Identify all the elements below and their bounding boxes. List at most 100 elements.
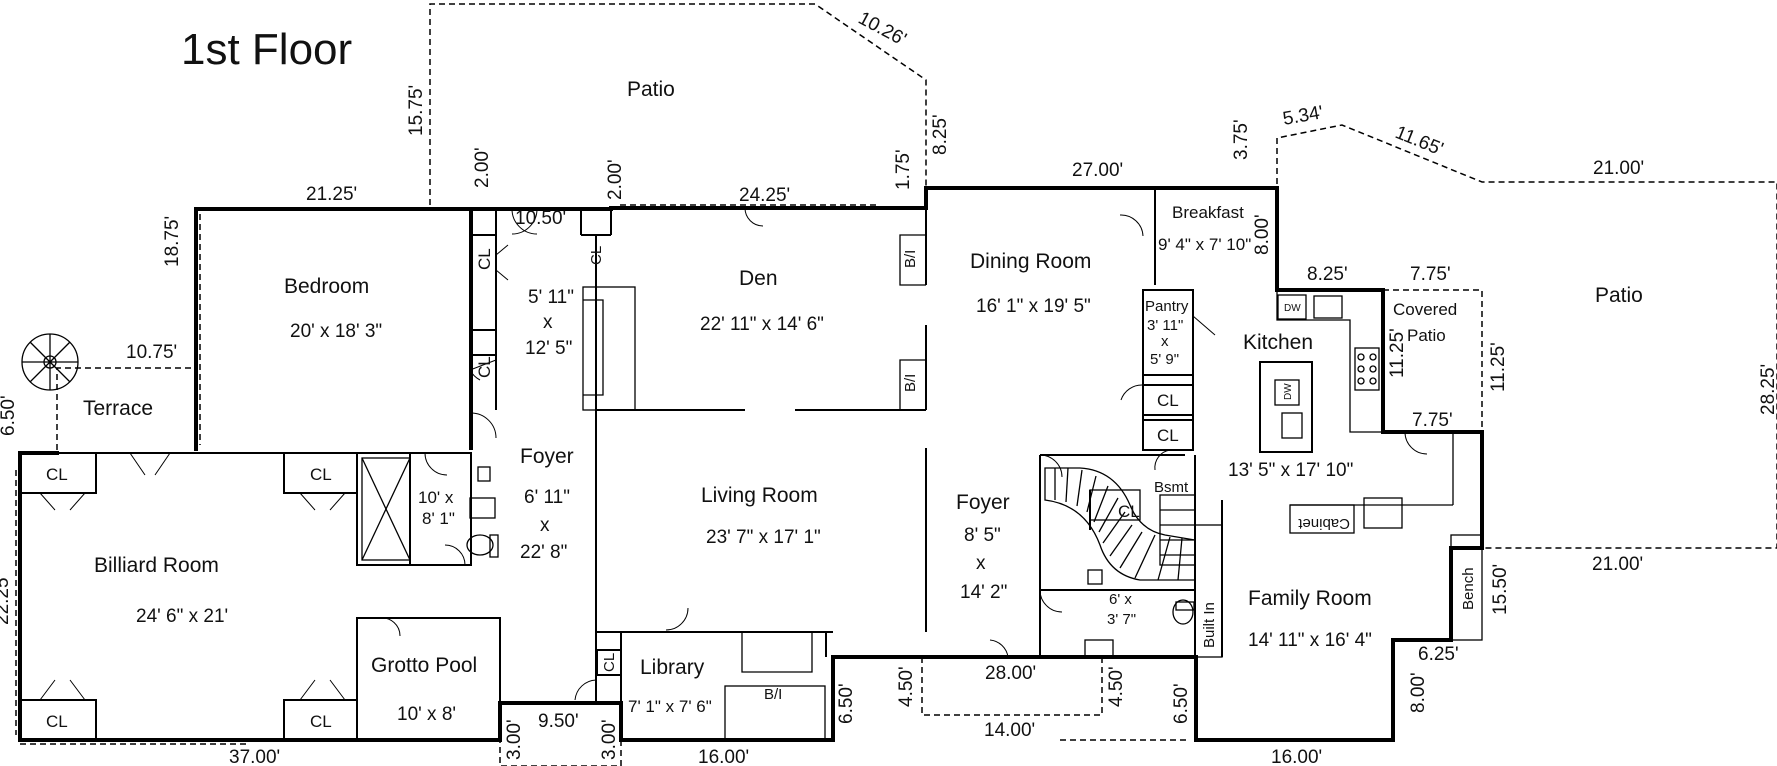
dim-24-25: 24.25' <box>739 185 790 206</box>
dim-3-75: 3.75' <box>1231 119 1252 160</box>
terrace-outline <box>56 367 196 450</box>
foyer-right-height: 14' 2" <box>960 582 1007 603</box>
foyer-left-label: Foyer <box>520 445 574 468</box>
foyer-closet-label: CL <box>1118 502 1140 521</box>
dim-4-50b: 4.50' <box>1106 666 1127 707</box>
right-patio-outline <box>1276 124 1777 549</box>
covered-patio-line2: Patio <box>1407 326 1446 345</box>
foyer-right-x: x <box>976 553 986 574</box>
bath-right-width: 6' x <box>1109 591 1132 608</box>
built-in-label: Built In <box>1201 602 1218 648</box>
dim-37-00: 37.00' <box>229 747 280 766</box>
dim-10-75: 10.75' <box>126 342 177 363</box>
dim-11-25a: 11.25' <box>1387 328 1408 378</box>
pantry-closet-1-label: CL <box>1157 391 1179 410</box>
terrace-label: Terrace <box>83 397 153 420</box>
dim-21-00b: 21.00' <box>1592 554 1643 575</box>
dim-27-00: 27.00' <box>1072 160 1123 181</box>
dim-10-50: 10.50' <box>515 208 566 229</box>
dim-6-50a: 6.50' <box>0 395 19 436</box>
hall-closet-1-label: CL <box>475 248 494 270</box>
dim-8-25a: 8.25' <box>930 114 951 155</box>
kitchen-size: 13' 5" x 17' 10" <box>1228 460 1353 481</box>
den-size: 22' 11" x 14' 6" <box>700 314 824 335</box>
dim-16-00b: 16.00' <box>1271 747 1322 766</box>
dim-9-50: 9.50' <box>538 711 579 732</box>
bedroom-label: Bedroom <box>284 275 369 298</box>
living-room-size: 23' 7" x 17' 1" <box>706 527 821 548</box>
foyer-right-label: Foyer <box>956 491 1010 514</box>
stair-treads <box>1054 467 1183 581</box>
dim-1-75: 1.75' <box>893 149 914 190</box>
dim-11-25b: 11.25' <box>1488 342 1509 392</box>
dim-16-00a: 16.00' <box>698 747 749 766</box>
dim-28-25: 28.25' <box>1758 364 1777 415</box>
bench-label: Bench <box>1460 567 1477 610</box>
grotto-pool-size: 10' x 8' <box>397 704 456 725</box>
billiard-room-label: Billiard Room <box>94 554 219 577</box>
dim-8-25b: 8.25' <box>1307 264 1348 285</box>
dim-7-75a: 7.75' <box>1410 264 1451 285</box>
pantry-width: 3' 11" <box>1147 317 1183 334</box>
dim-11-65: 11.65' <box>1392 122 1446 160</box>
bottom-step-outline <box>499 737 622 766</box>
dim-18-75: 18.75' <box>162 216 183 267</box>
foyer-right-width: 8' 5" <box>964 525 1001 546</box>
billiard-closet-bl-label: CL <box>46 712 68 731</box>
billiard-closet-br-label: CL <box>310 712 332 731</box>
den-closet-label: CL <box>588 246 605 265</box>
breakfast-label: Breakfast <box>1172 203 1244 222</box>
foyer-left-height: 22' 8" <box>520 542 567 563</box>
cabinet-label: Cabinet <box>1297 515 1350 532</box>
kitchen-label: Kitchen <box>1243 331 1313 354</box>
den-builtin-1-label: B/I <box>902 250 919 268</box>
dishwasher-top-label: DW <box>1284 303 1301 314</box>
dim-8-00a: 8.00' <box>1252 214 1273 255</box>
bath-left-height: 8' 1" <box>422 509 455 528</box>
closet-hall-x: x <box>543 312 553 333</box>
dim-6-50b: 6.50' <box>836 683 857 724</box>
closet-hall-width: 5' 11" <box>528 287 574 308</box>
dim-15-50: 15.50' <box>1490 564 1511 615</box>
bedroom-size: 20' x 18' 3" <box>290 321 382 342</box>
dim-3-00a: 3.00' <box>504 719 525 760</box>
library-closet-label: CL <box>601 653 618 672</box>
floor-title: 1st Floor <box>181 25 352 74</box>
dim-7-75b: 7.75' <box>1412 410 1453 431</box>
grotto-pool-label: Grotto Pool <box>371 654 477 677</box>
dining-room-label: Dining Room <box>970 250 1091 273</box>
pantry-x: x <box>1161 333 1169 350</box>
dim-3-00b: 3.00' <box>599 719 620 760</box>
dim-21-25: 21.25' <box>306 184 357 205</box>
library-builtin-label: B/I <box>764 686 782 703</box>
doors <box>39 207 1428 701</box>
den-builtin-2-label: B/I <box>902 374 919 392</box>
pantry-closet-2-label: CL <box>1157 426 1179 445</box>
dim-6-25: 6.25' <box>1418 644 1459 665</box>
den-label: Den <box>739 267 778 290</box>
library-label: Library <box>640 656 705 679</box>
foyer-left-x: x <box>540 515 550 536</box>
bath-right-height: 3' 7" <box>1107 611 1136 628</box>
dim-6-50c: 6.50' <box>1171 683 1192 724</box>
patio-top-label: Patio <box>627 78 675 101</box>
billiard-room-size: 24' 6" x 21' <box>136 606 228 627</box>
covered-patio-line1: Covered <box>1393 300 1457 319</box>
dim-2-00b: 2.00' <box>605 159 626 200</box>
dim-28-00: 28.00' <box>985 663 1036 684</box>
pantry-label: Pantry <box>1145 298 1189 315</box>
billiard-closet-tr-label: CL <box>310 465 332 484</box>
family-room-label: Family Room <box>1248 587 1372 610</box>
breakfast-size: 9' 4" x 7' 10" <box>1158 235 1251 254</box>
dim-22-25: 22.25' <box>0 574 13 625</box>
dim-4-50a: 4.50' <box>896 666 917 707</box>
dim-21-00a: 21.00' <box>1593 158 1644 179</box>
hall-closet-2-label: CL <box>475 356 494 378</box>
patio-right-label: Patio <box>1595 284 1643 307</box>
family-room-size: 14' 11" x 16' 4" <box>1248 630 1372 651</box>
closet-hall-height: 12' 5" <box>525 338 572 359</box>
top-patio-outline <box>429 3 927 205</box>
covered-patio-outline <box>1383 289 1483 432</box>
pantry-height: 5' 9" <box>1150 351 1179 368</box>
